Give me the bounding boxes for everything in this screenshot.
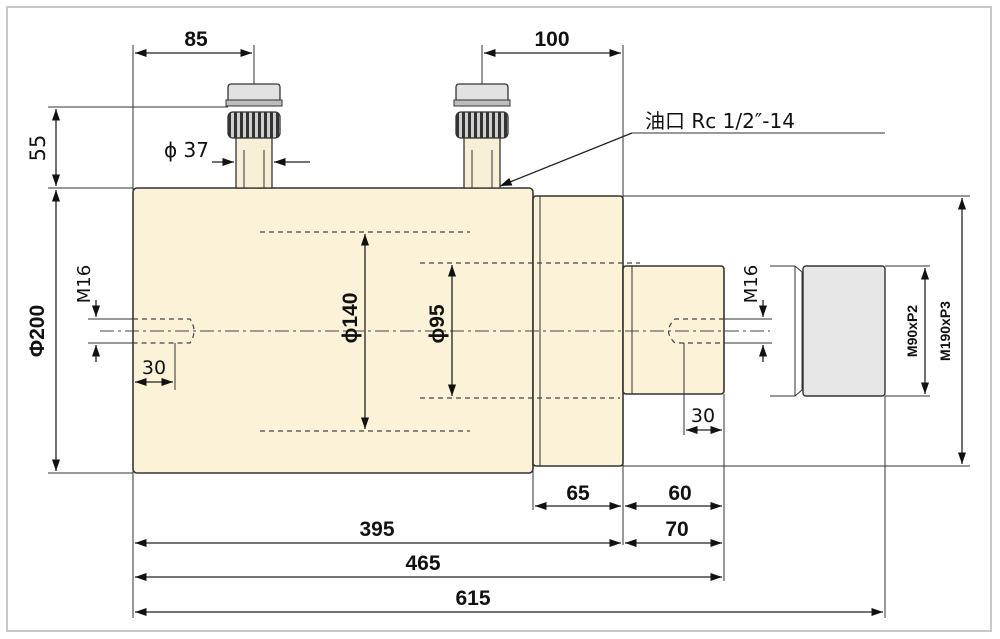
piston-rod (622, 265, 725, 395)
dim-55-label: 55 (26, 135, 50, 162)
dim-465-label: 465 (405, 552, 440, 575)
dim-100-label: 100 (534, 28, 569, 51)
dim-30-right-label: 30 (691, 405, 715, 427)
frame-border (6, 6, 992, 632)
phi200-label: Φ200 (26, 305, 49, 357)
dim-70-label: 70 (665, 518, 688, 541)
phi140-label: ϕ140 (339, 293, 362, 344)
dim-30-left-label: 30 (142, 357, 166, 379)
oil-port-fitting-left (225, 83, 283, 189)
hidden-lines (133, 231, 724, 432)
m90-label: M90xP2 (904, 305, 920, 357)
phi37-label: ϕ 37 (164, 138, 209, 162)
dim-85-label: 85 (184, 28, 208, 51)
oil-port-label: 油口 Rc 1/2″-14 (645, 109, 795, 133)
rod-end-thread-cap (770, 265, 886, 397)
dim-65-label: 65 (566, 482, 590, 505)
m190-label: M190xP3 (937, 301, 953, 361)
m16-right-label: M16 (741, 265, 762, 303)
extension-lines (48, 45, 970, 618)
dim-395-label: 395 (359, 518, 394, 541)
phi95-label: ϕ95 (426, 304, 449, 343)
oil-port-leader (499, 132, 633, 187)
dim-615-label: 615 (455, 587, 490, 610)
dim-60-label: 60 (668, 482, 691, 505)
m16-left-label: M16 (74, 265, 95, 303)
oil-port-fitting-right (453, 83, 511, 189)
